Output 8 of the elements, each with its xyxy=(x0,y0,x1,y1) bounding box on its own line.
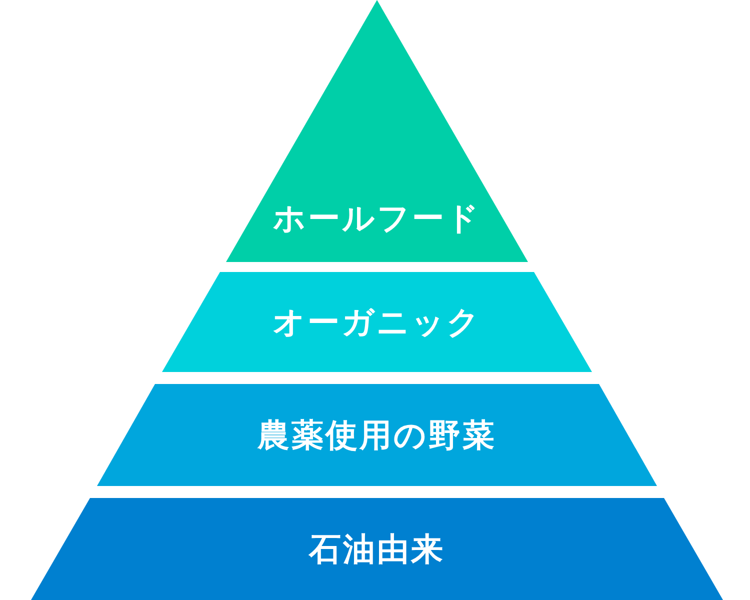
pyramid-tier xyxy=(97,384,657,486)
pyramid-tier xyxy=(31,498,723,600)
tier-label: 農薬使用の野菜 xyxy=(258,415,496,456)
tier-label: オーガニック xyxy=(272,302,482,343)
tier-label: ホールフード xyxy=(273,198,481,239)
tier-label: 石油由来 xyxy=(309,529,445,570)
pyramid-tier xyxy=(226,0,528,262)
pyramid-tier xyxy=(162,272,592,372)
